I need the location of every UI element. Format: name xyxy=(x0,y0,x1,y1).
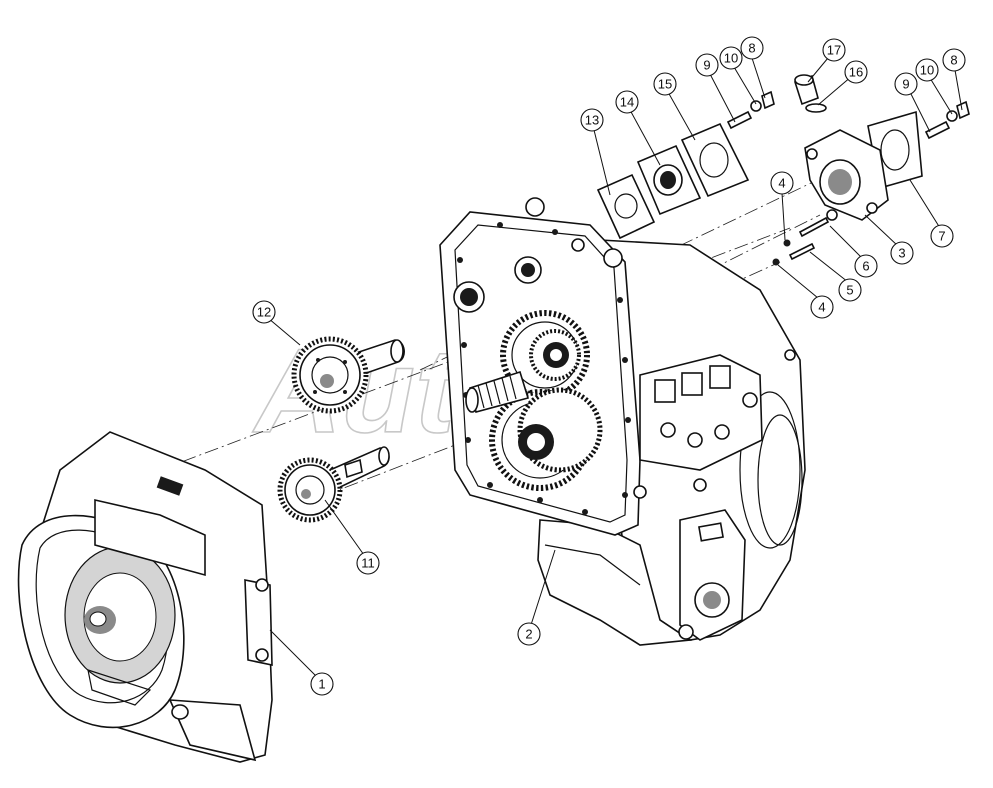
part-17-plug xyxy=(794,74,819,106)
part-11-lower-gear-shaft xyxy=(277,446,390,523)
callout-6: 6 xyxy=(854,254,878,278)
svg-text:15: 15 xyxy=(658,77,672,92)
callout-5: 5 xyxy=(838,278,862,302)
callout-10-left: 10 xyxy=(719,46,743,70)
callout-2: 2 xyxy=(517,622,541,646)
callout-17: 17 xyxy=(822,38,846,62)
svg-text:10: 10 xyxy=(920,63,934,78)
svg-text:13: 13 xyxy=(585,113,599,128)
svg-text:9: 9 xyxy=(902,77,909,92)
callout-7: 7 xyxy=(930,224,954,248)
callout-3: 3 xyxy=(890,241,914,265)
callout-15: 15 xyxy=(653,72,677,96)
svg-text:17: 17 xyxy=(827,43,841,58)
callout-13: 13 xyxy=(580,108,604,132)
leader-lines xyxy=(267,57,963,679)
svg-text:4: 4 xyxy=(778,176,785,191)
svg-text:8: 8 xyxy=(748,41,755,56)
callout-16: 16 xyxy=(844,60,868,84)
parts-8-9-10-upper-fasteners xyxy=(726,90,775,130)
callout-12: 12 xyxy=(252,300,276,324)
svg-text:10: 10 xyxy=(724,51,738,66)
svg-text:3: 3 xyxy=(898,246,905,261)
callout-10-right: 10 xyxy=(915,58,939,82)
svg-text:4: 4 xyxy=(818,300,825,315)
part-3-pump xyxy=(804,129,889,221)
svg-text:1: 1 xyxy=(318,677,325,692)
callout-4-lower: 4 xyxy=(810,295,834,319)
callout-14: 14 xyxy=(615,90,639,114)
callout-11: 11 xyxy=(356,551,380,575)
svg-text:7: 7 xyxy=(938,229,945,244)
callout-1: 1 xyxy=(310,672,334,696)
svg-text:11: 11 xyxy=(361,556,375,571)
callout-4-upper: 4 xyxy=(770,171,794,195)
svg-text:6: 6 xyxy=(862,259,869,274)
part-2-transmission-housing xyxy=(439,197,806,646)
svg-text:5: 5 xyxy=(846,283,853,298)
svg-text:2: 2 xyxy=(525,627,532,642)
callout-8-right: 8 xyxy=(942,48,966,72)
part-14-seal-plate xyxy=(636,144,702,216)
parts-4-5-6-bolts xyxy=(772,216,830,266)
part-16-o-ring xyxy=(805,103,827,113)
svg-text:9: 9 xyxy=(703,58,710,73)
callout-9-right: 9 xyxy=(894,72,918,96)
svg-text:12: 12 xyxy=(257,305,271,320)
callout-9-left: 9 xyxy=(695,53,719,77)
parts-8-9-10-right-fasteners xyxy=(924,100,970,140)
svg-text:16: 16 xyxy=(849,65,863,80)
part-1-bell-housing xyxy=(17,431,273,763)
part-12-upper-gear-shaft xyxy=(291,336,405,414)
part-15-cover-gasket xyxy=(680,122,750,198)
svg-text:8: 8 xyxy=(950,53,957,68)
part-13-gasket xyxy=(596,173,656,240)
callout-8-left: 8 xyxy=(740,36,764,60)
svg-text:14: 14 xyxy=(620,95,634,110)
